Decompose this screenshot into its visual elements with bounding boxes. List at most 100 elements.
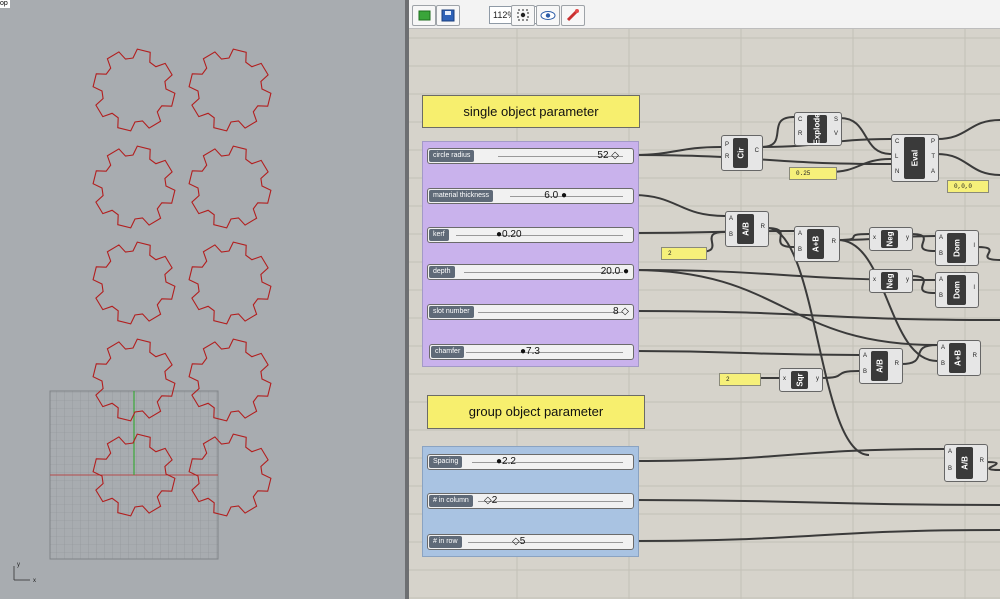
rhino-viewport[interactable]: y x op bbox=[0, 0, 405, 599]
viewport-title[interactable]: op bbox=[0, 0, 10, 8]
component-negative[interactable]: x Neg y bbox=[869, 227, 913, 251]
input-port[interactable]: B bbox=[729, 232, 734, 238]
component-domain[interactable]: A B Dom I bbox=[935, 272, 979, 308]
input-port[interactable]: B bbox=[948, 466, 953, 472]
window-splitter[interactable] bbox=[405, 0, 409, 599]
input-port[interactable]: B bbox=[941, 361, 946, 367]
zoom-extents-button[interactable] bbox=[511, 5, 535, 26]
output-port[interactable]: R bbox=[979, 458, 984, 464]
slider-depth[interactable]: depth 20.0 ● bbox=[427, 264, 634, 280]
input-port[interactable]: A bbox=[729, 216, 734, 222]
open-button[interactable] bbox=[412, 5, 436, 26]
output-port[interactable]: I bbox=[973, 243, 975, 249]
input-port[interactable]: B bbox=[798, 247, 803, 253]
output-port[interactable]: R bbox=[972, 353, 977, 359]
slider-value[interactable]: 8 ◇ bbox=[612, 306, 629, 317]
input-port[interactable]: C bbox=[798, 117, 803, 123]
output-port[interactable]: R bbox=[760, 224, 765, 230]
output-port[interactable]: R bbox=[831, 239, 836, 245]
slider-value[interactable]: ●2.2 bbox=[496, 456, 516, 467]
component-core[interactable]: A/B bbox=[871, 351, 888, 381]
input-port[interactable]: x bbox=[783, 376, 786, 382]
output-port[interactable]: y bbox=[906, 277, 909, 283]
component-core[interactable]: Neg bbox=[881, 230, 898, 248]
component-circle[interactable]: P R Cir C bbox=[721, 135, 763, 171]
input-port[interactable]: L bbox=[895, 154, 899, 160]
group-single-object-parameter[interactable] bbox=[422, 141, 639, 367]
slider-in-column[interactable]: # in column ◇2 bbox=[427, 493, 634, 509]
number-panel[interactable]: 0,0,0 bbox=[947, 180, 989, 193]
component-core[interactable]: Dom bbox=[947, 233, 966, 263]
component-core[interactable]: Dom bbox=[947, 275, 966, 305]
component-core[interactable]: A/B bbox=[737, 214, 754, 244]
group-title-panel-group[interactable]: group object parameter bbox=[427, 395, 645, 429]
component-core[interactable]: A+B bbox=[949, 343, 966, 373]
input-port[interactable]: A bbox=[941, 345, 946, 351]
output-port[interactable]: y bbox=[906, 235, 909, 241]
output-port[interactable]: A bbox=[930, 169, 935, 175]
output-port[interactable]: y bbox=[816, 376, 819, 382]
input-port[interactable]: A bbox=[863, 353, 868, 359]
output-port[interactable]: P bbox=[930, 139, 935, 145]
input-port[interactable]: C bbox=[895, 139, 900, 145]
input-port[interactable]: B bbox=[939, 251, 944, 257]
component-square[interactable]: x Sqr y bbox=[779, 368, 823, 392]
slider-track[interactable] bbox=[456, 235, 623, 236]
component-division[interactable]: A B A/B R bbox=[859, 348, 903, 384]
slider-track[interactable] bbox=[472, 462, 623, 463]
input-port[interactable]: A bbox=[939, 235, 944, 241]
component-core[interactable]: Eval bbox=[904, 137, 925, 179]
slider-spacing[interactable]: Spacing ●2.2 bbox=[427, 454, 634, 470]
number-panel[interactable]: 0.25 bbox=[789, 167, 837, 180]
component-evaluate-curve[interactable]: C L N Eval P T A bbox=[891, 134, 939, 182]
slider-value[interactable]: 20.0 ● bbox=[600, 266, 629, 277]
group-title-panel-single[interactable]: single object parameter bbox=[422, 95, 640, 128]
component-division[interactable]: A B A/B R bbox=[944, 444, 988, 482]
input-port[interactable]: B bbox=[939, 293, 944, 299]
slider-value[interactable]: 52 ◇ bbox=[597, 150, 619, 161]
slider-track[interactable] bbox=[464, 272, 623, 273]
slider-track[interactable] bbox=[498, 156, 623, 157]
slider-value[interactable]: ●7.3 bbox=[520, 346, 540, 357]
slider-value[interactable]: ◇5 bbox=[512, 536, 526, 547]
slider-material-thickness[interactable]: material thickness 6.0 ● bbox=[427, 188, 634, 204]
input-port[interactable]: R bbox=[798, 131, 803, 137]
component-domain[interactable]: A B Dom I bbox=[935, 230, 979, 266]
output-port[interactable]: I bbox=[973, 285, 975, 291]
grasshopper-canvas[interactable]: 112% single object parameter group objec… bbox=[409, 0, 1000, 599]
component-core[interactable]: A/B bbox=[956, 447, 973, 479]
component-negative[interactable]: x Neg y bbox=[869, 269, 913, 293]
input-port[interactable]: A bbox=[948, 449, 953, 455]
slider-slot-number[interactable]: slot number 8 ◇ bbox=[427, 304, 634, 320]
output-port[interactable]: C bbox=[754, 148, 759, 154]
slider-kerf[interactable]: kerf ●0.20 bbox=[427, 227, 634, 243]
slider-track[interactable] bbox=[478, 312, 623, 313]
component-addition[interactable]: A B A+B R bbox=[794, 226, 840, 262]
slider-value[interactable]: 6.0 ● bbox=[544, 190, 567, 201]
slider-track[interactable] bbox=[510, 196, 623, 197]
slider-track[interactable] bbox=[466, 352, 623, 353]
slider-track[interactable] bbox=[468, 542, 623, 543]
slider-track[interactable] bbox=[478, 501, 623, 502]
component-division[interactable]: A B A/B R bbox=[725, 211, 769, 247]
input-port[interactable]: N bbox=[895, 169, 900, 175]
input-port[interactable]: R bbox=[725, 154, 730, 160]
save-button[interactable] bbox=[436, 5, 460, 26]
bake-button[interactable] bbox=[561, 5, 585, 26]
slider-in-row[interactable]: # in row ◇5 bbox=[427, 534, 634, 550]
output-port[interactable]: S bbox=[833, 117, 838, 123]
input-port[interactable]: x bbox=[873, 277, 876, 283]
output-port[interactable]: R bbox=[894, 361, 899, 367]
input-port[interactable]: B bbox=[863, 369, 868, 375]
input-port[interactable]: A bbox=[939, 277, 944, 283]
input-port[interactable]: A bbox=[798, 231, 803, 237]
component-explode[interactable]: C R Explode S V bbox=[794, 112, 842, 146]
preview-button[interactable] bbox=[536, 5, 560, 26]
slider-value[interactable]: ◇2 bbox=[484, 495, 498, 506]
component-addition[interactable]: A B A+B R bbox=[937, 340, 981, 376]
component-core[interactable]: Neg bbox=[881, 272, 898, 290]
component-core[interactable]: Explode bbox=[807, 113, 827, 145]
slider-value[interactable]: ●0.20 bbox=[496, 229, 522, 240]
input-port[interactable]: P bbox=[725, 142, 730, 148]
component-core[interactable]: Cir bbox=[733, 138, 748, 168]
